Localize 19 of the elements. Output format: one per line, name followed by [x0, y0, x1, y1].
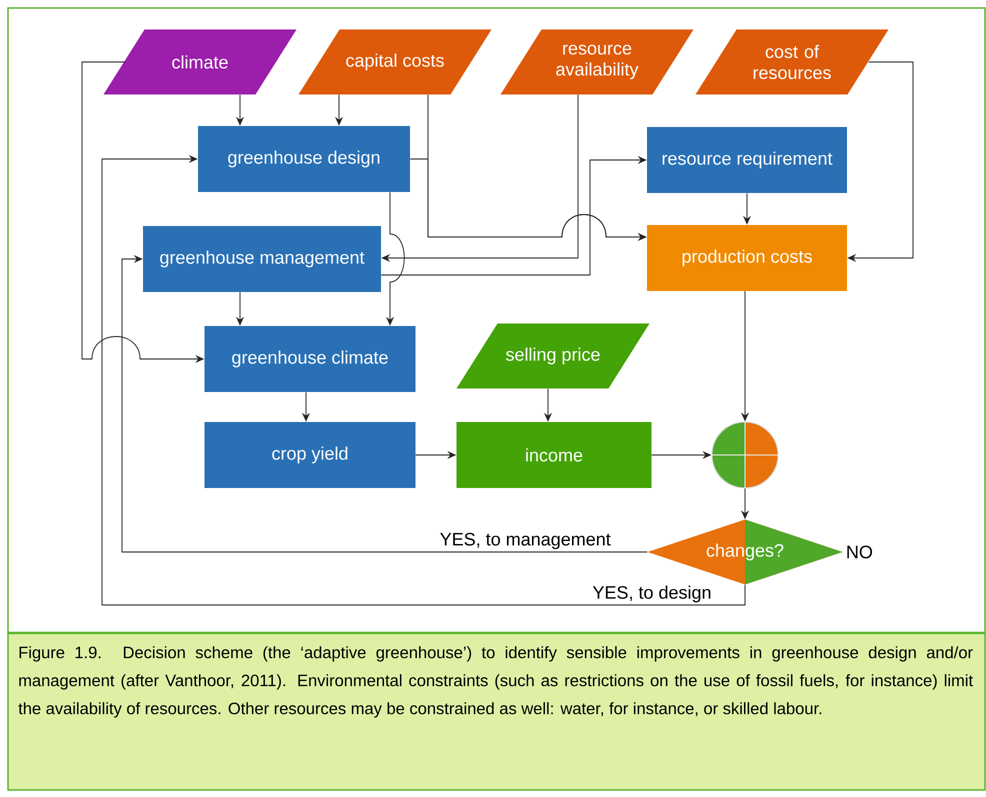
arrow: [122, 254, 648, 552]
input-parallelogram: resource availability: [500, 30, 694, 94]
input-parallelogram: selling price: [456, 324, 650, 388]
caption: Figure 1.9. Decision scheme (the ‘adaptive greenhouse’) to identify sensible improvements in greenhouse design and/or management (after Vanthoor, 2011). Environmental constraints (such as restrictions on the use of fossil fuels, for instance) limit the availability of resources. Other resources may be constrained as well: water, for instance, or skilled labour.: [18, 646, 973, 718]
process-box: crop yield: [204, 422, 416, 488]
process-box: greenhouse climate: [204, 326, 416, 392]
edge-label: YES, to management: [438, 532, 612, 550]
summing-circle: [711, 421, 779, 489]
process-box: greenhouse design: [198, 126, 410, 192]
input-parallelogram: capital costs: [298, 30, 492, 94]
process-box: resource requirement: [647, 127, 847, 193]
edge-label: YES, to design: [591, 584, 713, 604]
beside-label: NO: [847, 546, 872, 558]
input-parallelogram: climate: [104, 30, 296, 94]
process-box: production costs: [647, 225, 847, 291]
process-box: income: [456, 422, 652, 488]
arrow: [102, 154, 746, 606]
process-box: greenhouse management: [143, 226, 381, 292]
input-parallelogram: cost of resources: [696, 30, 888, 94]
